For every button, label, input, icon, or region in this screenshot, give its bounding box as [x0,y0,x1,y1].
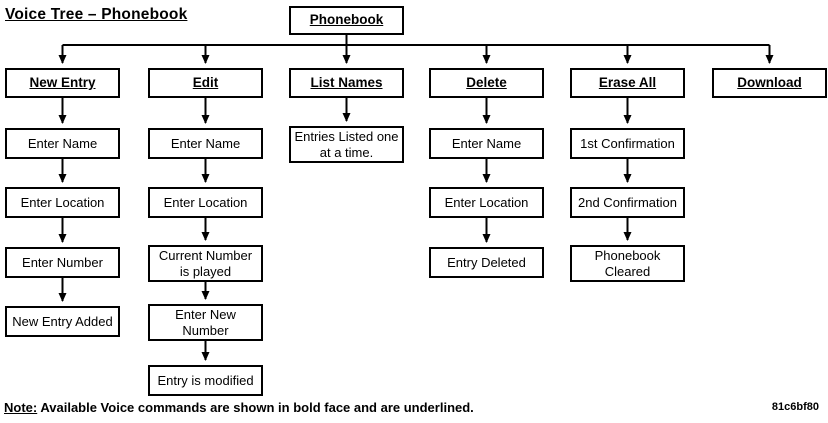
node-download: Download [712,68,827,98]
node-new-entry: New Entry [5,68,120,98]
node-entries-listed: Entries Listed one at a time. [289,126,404,163]
node-edit-enter-location: Enter Location [148,187,263,218]
node-edit-enter-name: Enter Name [148,128,263,159]
node-new-entry-enter-name: Enter Name [5,128,120,159]
node-delete: Delete [429,68,544,98]
node-second-confirmation: 2nd Confirmation [570,187,685,218]
node-list-names: List Names [289,68,404,98]
node-erase-all: Erase All [570,68,685,98]
node-delete-enter-location: Enter Location [429,187,544,218]
node-edit: Edit [148,68,263,98]
footnote: Note: Available Voice commands are shown… [4,400,474,415]
node-delete-enter-name: Enter Name [429,128,544,159]
node-phonebook-cleared: Phonebook Cleared [570,245,685,282]
page-title: Voice Tree – Phonebook [5,6,188,23]
footnote-label: Note: [4,400,38,415]
node-new-entry-added: New Entry Added [5,306,120,337]
node-first-confirmation: 1st Confirmation [570,128,685,159]
node-new-entry-enter-location: Enter Location [5,187,120,218]
node-phonebook: Phonebook [289,6,404,35]
node-edit-enter-new-number: Enter New Number [148,304,263,341]
figure-code: 81c6bf80 [771,401,819,413]
node-entry-deleted: Entry Deleted [429,247,544,278]
node-edit-entry-modified: Entry is modified [148,365,263,396]
footnote-text: Available Voice commands are shown in bo… [37,400,474,415]
node-new-entry-enter-number: Enter Number [5,247,120,278]
node-edit-current-number-played: Current Number is played [148,245,263,282]
